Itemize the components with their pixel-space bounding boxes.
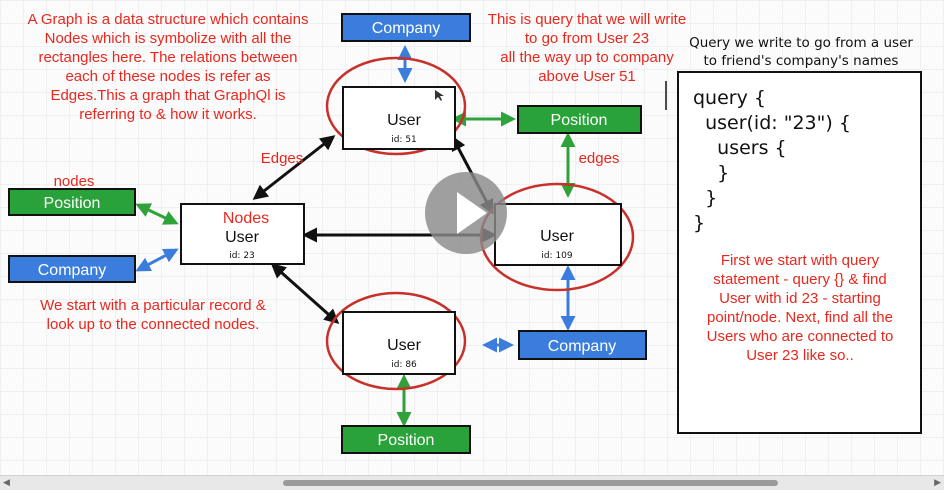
highlight-circle-51 — [325, 56, 467, 156]
edges-label-left: Edges — [261, 150, 304, 167]
position-node-label: Position — [378, 432, 435, 449]
user-node-id: id: 109 — [541, 251, 573, 261]
user-node-label: User — [225, 229, 259, 246]
scroll-thumb[interactable] — [283, 480, 778, 486]
edges-label-right: edges — [579, 150, 620, 167]
panel-explanation: First we start with query statement - qu… — [706, 252, 894, 364]
query-panel — [677, 71, 922, 434]
nodes-inside-label: Nodes — [223, 210, 269, 227]
company-node-label: Company — [38, 262, 106, 279]
position-node-label: Position — [44, 195, 101, 212]
play-button[interactable] — [425, 172, 507, 254]
company-node-left: Company — [8, 255, 136, 283]
edge-23-company — [135, 248, 179, 272]
panel-title: Query we write to go from a user to frie… — [689, 35, 913, 69]
edge-23-86 — [270, 263, 340, 324]
company-node-label: Company — [372, 20, 440, 37]
user-node-109: User id: 109 — [494, 203, 622, 266]
company-node-label: Company — [548, 338, 616, 355]
user-node-label: User — [387, 337, 421, 354]
user-node-id: id: 51 — [391, 135, 417, 145]
edge-23-51 — [252, 135, 336, 200]
user-node-86: User id: 86 — [342, 311, 456, 375]
scroll-right-icon[interactable]: ▶ — [934, 478, 941, 488]
position-node-top: Position — [517, 105, 642, 134]
position-node-label: Position — [551, 112, 608, 129]
scroll-left-icon[interactable]: ◀ — [3, 478, 10, 488]
company-node-right: Company — [518, 330, 647, 360]
highlight-circle-86 — [325, 291, 467, 391]
nodes-label: nodes — [54, 173, 95, 190]
play-icon — [457, 192, 487, 234]
user-node-label: User — [540, 228, 574, 245]
position-node-bottom: Position — [341, 425, 471, 454]
horizontal-scrollbar[interactable]: ◀ ▶ — [0, 475, 944, 490]
start-record-note: We start with a particular record & look… — [40, 297, 266, 333]
user-node-23: User id: 23 Nodes — [180, 203, 305, 265]
user-node-id: id: 23 — [229, 251, 255, 261]
query-explanation-note: This is query that we will write to go f… — [487, 11, 687, 85]
edge-23-position — [135, 203, 179, 225]
user-node-id: id: 86 — [391, 360, 417, 370]
user-node-label: User — [387, 112, 421, 129]
graph-explanation-note: A Graph is a data structure which contai… — [27, 11, 309, 123]
position-node-left: Position — [8, 188, 136, 216]
company-node-top: Company — [341, 13, 471, 42]
cursor-icon — [435, 90, 444, 101]
query-code: query { user(id: "23") { users { } } } — [693, 87, 851, 234]
